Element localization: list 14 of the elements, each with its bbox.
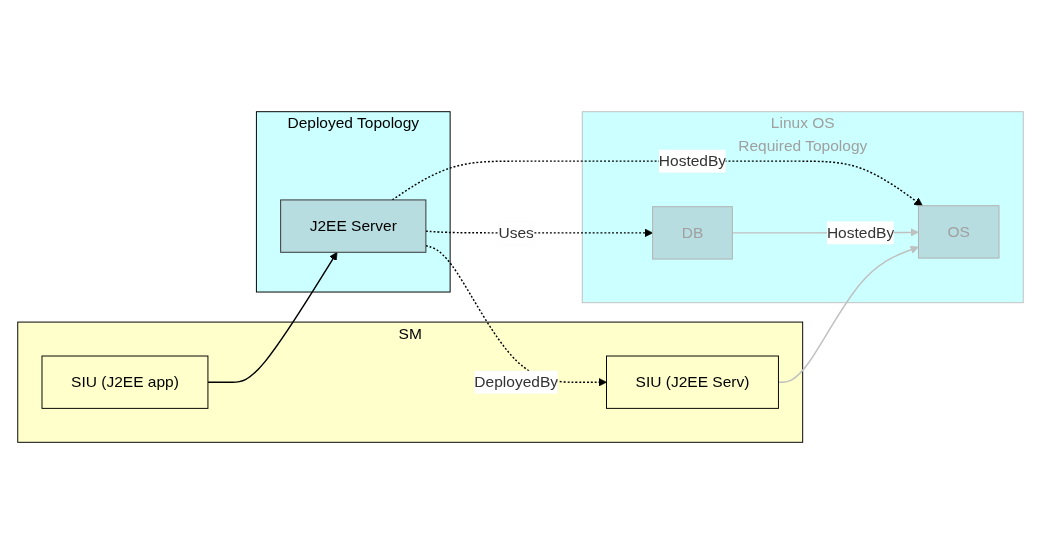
edge-label: HostedBy xyxy=(826,224,895,241)
arrow xyxy=(425,245,607,387)
edge-label: HostedBy xyxy=(658,152,727,169)
node-box: SIU (J2EE Serv) xyxy=(606,355,779,409)
arrow xyxy=(207,251,338,383)
edge-label: DeployedBy xyxy=(474,373,559,390)
node-box: DB xyxy=(652,206,733,260)
arrow xyxy=(777,245,919,383)
edge-label: Uses xyxy=(498,224,534,241)
node-box: J2EE Server xyxy=(280,199,427,253)
node-box: OS xyxy=(917,205,1000,259)
node-box: SIU (J2EE app) xyxy=(41,355,209,409)
node-label: Required Topology xyxy=(738,137,868,155)
arrow xyxy=(425,228,653,238)
